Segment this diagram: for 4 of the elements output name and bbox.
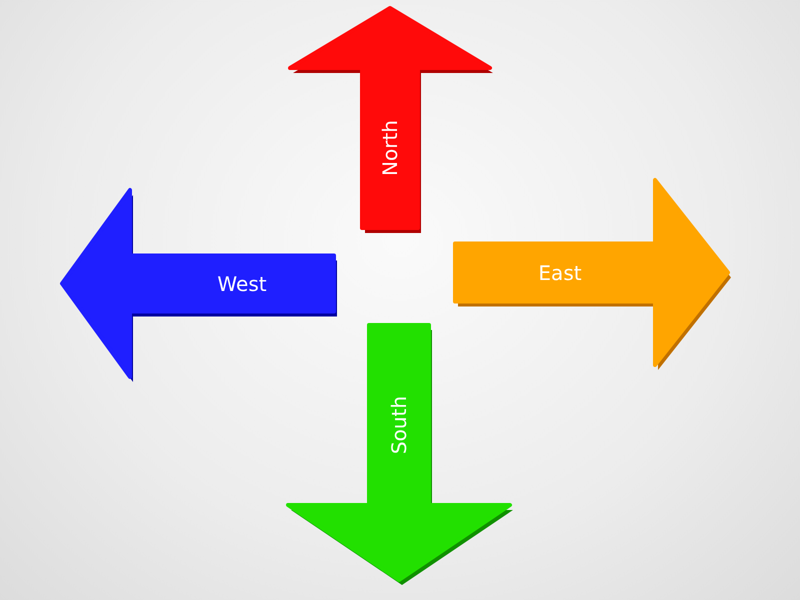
arrow-label: South: [389, 396, 409, 454]
arrow-label: East: [538, 262, 582, 282]
arrow-label: West: [217, 274, 267, 294]
arrow-label: North: [380, 120, 400, 176]
